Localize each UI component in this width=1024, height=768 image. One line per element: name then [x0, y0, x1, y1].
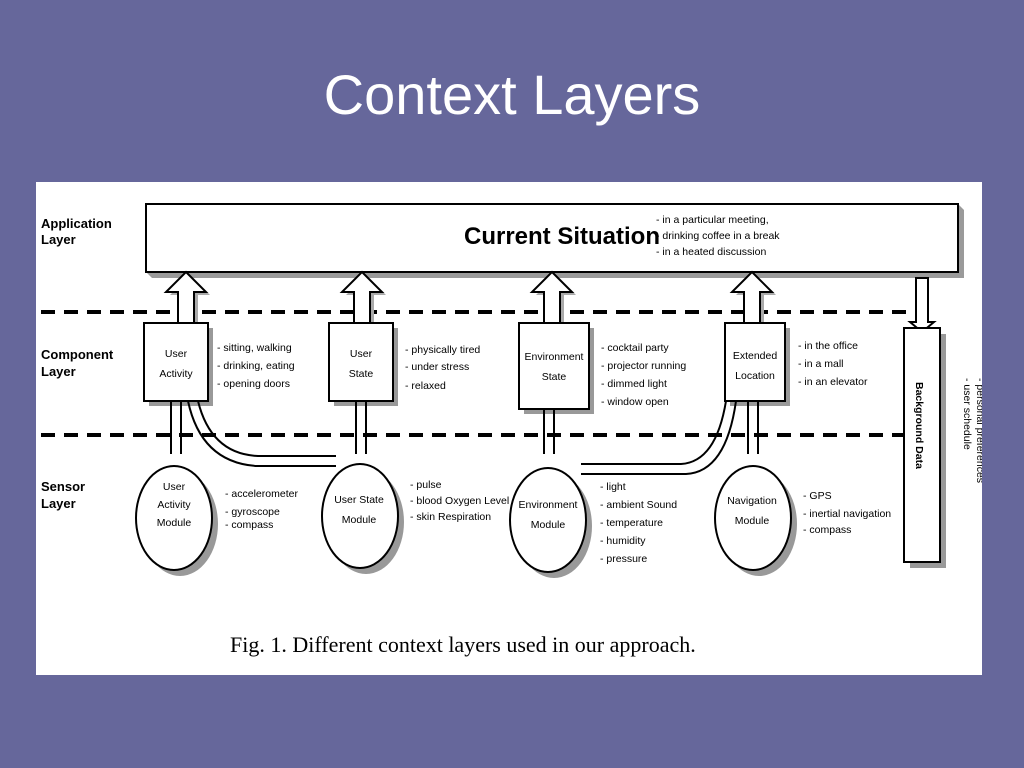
background-data-box: Background Data - user schedule - person…	[903, 327, 982, 568]
background-data-notes: - user schedule - personal preferences	[961, 378, 982, 483]
arrow-user-activity-up	[163, 270, 210, 327]
arrow-extended-location-up	[729, 270, 776, 327]
arrow-environment-state-up	[529, 270, 576, 327]
component-user-activity-notes: - sitting, walking- drinking, eating- op…	[217, 342, 295, 390]
sensor-user-state-notes: - pulse- blood Oxygen Level- skin Respir…	[410, 479, 509, 523]
sensor-environment-notes: - light- ambient Sound- temperature- hum…	[600, 481, 677, 565]
arrow-background-data	[907, 277, 937, 334]
current-situation-title: Current Situation	[464, 223, 660, 250]
slide-title: Context Layers	[323, 63, 701, 126]
sensor-user-activity-notes: - accelerometer- gyroscope- compass	[225, 488, 298, 531]
component-environment-state-notes: - cocktail party- projector running- dim…	[601, 342, 686, 408]
component-extended-location-notes: - in the office- in a mall- in an elevat…	[798, 340, 868, 388]
current-situation-box: Current Situation - in a particular meet…	[145, 203, 964, 278]
sensor-connectors	[170, 400, 759, 475]
sensor-navigation-notes: - GPS- inertial navigation- compass	[803, 490, 891, 536]
background-data-label: Background Data	[913, 382, 925, 469]
figure-caption: Fig. 1. Different context layers used in…	[230, 632, 696, 657]
current-situation-notes: - in a particular meeting, - drinking co…	[656, 214, 782, 258]
component-user-state-notes: - physically tired- under stress- relaxe…	[405, 344, 480, 392]
arrow-user-state-up	[339, 270, 386, 327]
